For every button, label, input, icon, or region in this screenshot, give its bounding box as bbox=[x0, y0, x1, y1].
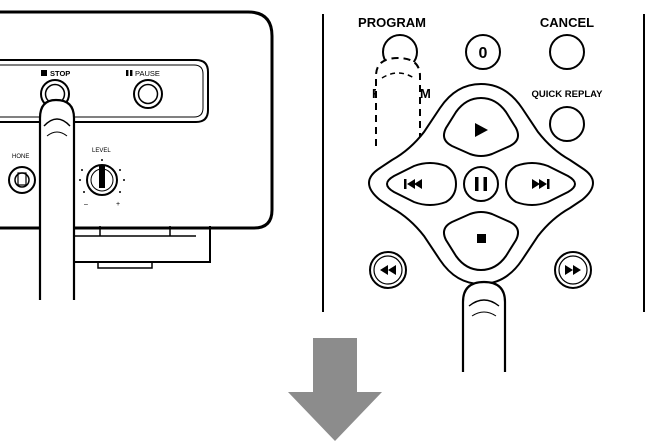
pause-icon bbox=[475, 177, 487, 191]
phones-jack[interactable] bbox=[8, 166, 36, 194]
down-arrow-icon bbox=[288, 338, 382, 441]
stop-label-group: STOP bbox=[41, 69, 70, 78]
stop-label: STOP bbox=[50, 69, 70, 78]
cancel-button[interactable] bbox=[549, 34, 585, 70]
zero-label: 0 bbox=[479, 45, 488, 62]
zero-button[interactable]: 0 bbox=[465, 34, 501, 70]
pause-bar-2 bbox=[130, 70, 133, 76]
level-min-label: – bbox=[84, 201, 88, 208]
skip-forward-button[interactable] bbox=[504, 162, 576, 206]
level-label: LEVEL bbox=[92, 148, 111, 154]
rewind-icon bbox=[380, 265, 396, 275]
quick-replay-label: QUICK REPLAY bbox=[532, 89, 604, 100]
pause-button[interactable] bbox=[463, 166, 499, 202]
pointing-finger-dashed-icon bbox=[375, 56, 421, 146]
cancel-label: CANCEL bbox=[540, 15, 594, 30]
stop-icon bbox=[477, 234, 486, 243]
pause-bars-icon bbox=[126, 70, 129, 76]
stop-button[interactable] bbox=[443, 211, 519, 272]
fast-forward-icon bbox=[565, 265, 581, 275]
skip-back-button[interactable] bbox=[386, 162, 458, 206]
hidden-label-right: M bbox=[420, 86, 431, 101]
play-button[interactable] bbox=[443, 96, 519, 157]
quick-replay-button[interactable] bbox=[549, 106, 585, 142]
unit-pause-button[interactable] bbox=[133, 79, 163, 109]
play-icon bbox=[475, 123, 488, 137]
fast-forward-button[interactable] bbox=[554, 251, 592, 289]
pointing-finger-icon bbox=[461, 280, 507, 372]
rewind-button[interactable] bbox=[369, 251, 407, 289]
pointing-finger-icon bbox=[38, 98, 76, 300]
skip-back-icon bbox=[404, 179, 422, 189]
unit-front-panel: STOP PAUSE HONE LEVEL bbox=[0, 10, 274, 300]
phones-label: HONE bbox=[12, 154, 29, 160]
pause-label-group: PAUSE bbox=[126, 69, 160, 78]
stop-square-icon bbox=[41, 70, 47, 76]
program-label: PROGRAM bbox=[358, 15, 426, 30]
pause-label: PAUSE bbox=[135, 69, 160, 78]
level-knob[interactable] bbox=[79, 159, 125, 196]
remote-control: PROGRAM CANCEL QUICK REPLAY 0 F M bbox=[322, 14, 645, 372]
level-max-label: + bbox=[116, 201, 120, 208]
skip-forward-icon bbox=[532, 179, 550, 189]
